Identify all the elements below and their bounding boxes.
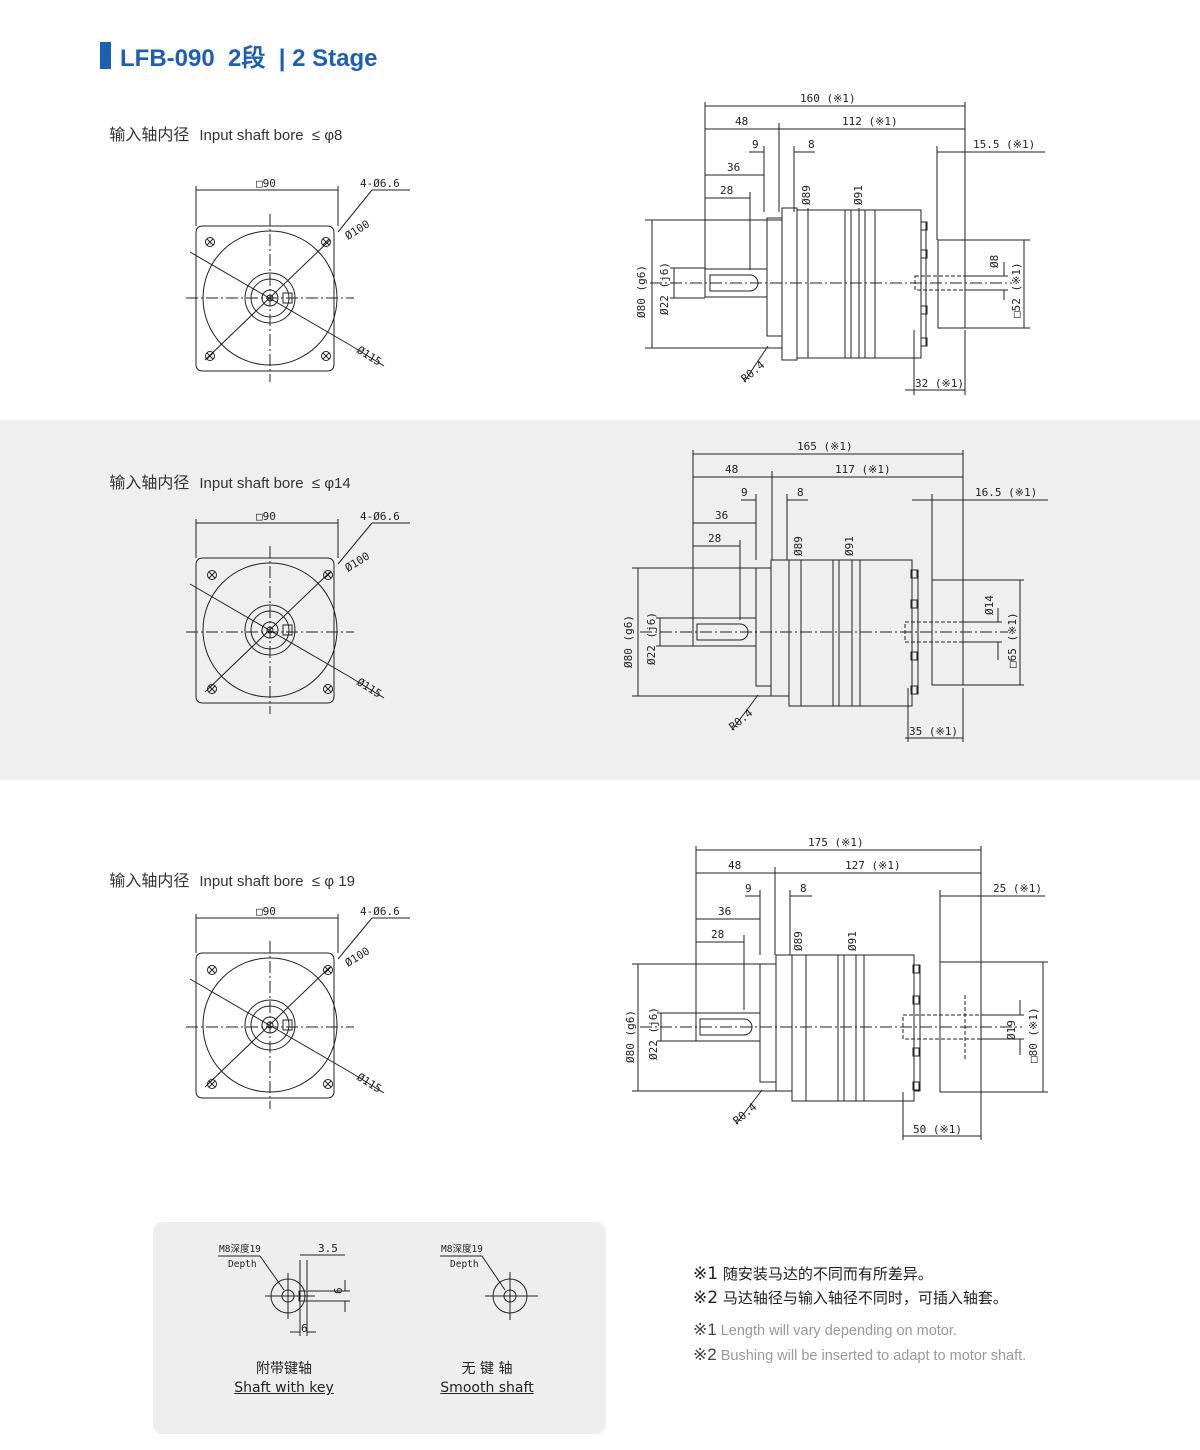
dim-r04: R0.4	[739, 358, 768, 385]
dim-total: 165 (※1)	[797, 440, 853, 453]
dim-dia91: Ø91	[843, 536, 856, 556]
front-outer-dim: Ø115	[354, 1071, 383, 1096]
dim-9: 9	[745, 882, 752, 895]
dim-bore: Ø19	[1005, 1020, 1018, 1040]
dim-8: 8	[797, 486, 804, 499]
dim-body-len: 127 (※1)	[845, 859, 901, 872]
key-height-dim: 6	[332, 1287, 345, 1294]
dim-dia89: Ø89	[800, 185, 813, 205]
dim-motor-square: □80 (※1)	[1027, 1007, 1040, 1063]
front-outer-dim: Ø115	[354, 676, 383, 701]
front-square-dim: □90	[256, 177, 276, 190]
dim-end-len: 15.5 (※1)	[973, 138, 1035, 151]
notes: ※1 随安装马达的不同而有所差异。 ※2 马达轴径与输入轴径不同时，可插入轴套。…	[693, 1262, 1026, 1368]
dim-dia80: Ø80 (g6)	[622, 615, 635, 668]
dim-dia80: Ø80 (g6)	[635, 265, 648, 318]
front-view-3: □90 4-Ø6.6 Ø100 Ø115	[186, 905, 410, 1109]
depth-label: Depth	[450, 1259, 479, 1270]
dim-flange-len: 48	[735, 115, 748, 128]
depth-label: Depth	[228, 1259, 257, 1270]
front-square-dim: □90	[256, 905, 276, 918]
front-outer-dim: Ø115	[354, 344, 383, 369]
note-cn-2: ※2 马达轴径与输入轴径不同时，可插入轴套。	[693, 1288, 1008, 1308]
side-view-3: 175 (※1) 48 127 (※1) 9 8 25 (※1) 36 28 Ø…	[624, 836, 1048, 1140]
shaft-with-key-drawing: M8深度19 Depth 3.5 6 6	[218, 1242, 350, 1336]
dim-flange-len: 48	[728, 859, 741, 872]
dim-flange-len: 48	[725, 463, 738, 476]
dim-9: 9	[752, 138, 759, 151]
dim-28: 28	[708, 532, 721, 545]
smooth-shaft-caption: 无 键 轴 Smooth shaft	[440, 1361, 534, 1396]
shaft-options-panel	[153, 1222, 606, 1434]
note-cn-1: ※1 随安装马达的不同而有所差异。	[693, 1264, 933, 1284]
dim-total: 160 (※1)	[800, 92, 856, 105]
side-view-1: 160 (※1) 48 112 (※1) 9 8 15.5 (※1) 36 28…	[635, 92, 1045, 395]
dim-36: 36	[715, 509, 728, 522]
dim-bore: Ø14	[983, 595, 996, 615]
dim-dia80: Ø80 (g6)	[624, 1010, 637, 1063]
dim-36: 36	[727, 161, 740, 174]
dim-dia22: Ø22 (j6)	[658, 262, 671, 315]
front-holes-dim: 4-Ø6.6	[360, 177, 400, 190]
dim-r04: R0.4	[731, 1100, 760, 1127]
title-accent-bar	[100, 41, 111, 69]
dim-bore: Ø8	[988, 255, 1001, 268]
dim-bottom: 35 (※1)	[909, 725, 958, 738]
dim-motor-square: □52 (※1)	[1010, 262, 1023, 318]
dim-bottom: 50 (※1)	[913, 1123, 962, 1136]
front-holes-dim: 4-Ø6.6	[360, 510, 400, 523]
dim-dia91: Ø91	[846, 931, 859, 951]
note-en-1: ※1 Length will vary depending on motor.	[693, 1320, 957, 1339]
dim-dia22: Ø22 (j6)	[647, 1007, 660, 1060]
dim-bottom: 32 (※1)	[915, 377, 964, 390]
dim-r04: R0.4	[727, 706, 756, 733]
page-header: LFB-090 2段 | 2 Stage	[100, 40, 378, 72]
dim-28: 28	[720, 184, 733, 197]
tap-label: M8深度19	[219, 1243, 261, 1255]
key-length-dim: 6	[301, 1322, 308, 1335]
dim-8: 8	[800, 882, 807, 895]
dim-end-len: 25 (※1)	[993, 882, 1042, 895]
dim-body-len: 112 (※1)	[842, 115, 898, 128]
dim-dia22: Ø22 (j6)	[645, 612, 658, 665]
key-width-dim: 3.5	[318, 1242, 338, 1255]
dim-8: 8	[808, 138, 815, 151]
dim-total: 175 (※1)	[808, 836, 864, 849]
dim-28: 28	[711, 928, 724, 941]
front-holes-dim: 4-Ø6.6	[360, 905, 400, 918]
front-view-2: □90 4-Ø6.6 Ø100 Ø115	[186, 510, 410, 714]
dim-end-len: 16.5 (※1)	[975, 486, 1037, 499]
side-view-2: 165 (※1) 48 117 (※1) 9 8 16.5 (※1) 36 28…	[622, 440, 1048, 742]
dim-dia91: Ø91	[852, 185, 865, 205]
front-square-dim: □90	[256, 510, 276, 523]
dim-dia89: Ø89	[792, 536, 805, 556]
shaft-with-key-caption: 附带键轴 Shaft with key	[234, 1361, 334, 1396]
dim-motor-square: □65 (※1)	[1006, 612, 1019, 668]
dim-9: 9	[741, 486, 748, 499]
page-title: LFB-090 2段 | 2 Stage	[120, 44, 378, 72]
section-band-2	[0, 420, 1200, 780]
front-view-1: □90 4-Ø6.6 Ø100 Ø115	[186, 177, 410, 382]
dim-dia89: Ø89	[792, 931, 805, 951]
dim-body-len: 117 (※1)	[835, 463, 891, 476]
note-en-2: ※2 Bushing will be inserted to adapt to …	[693, 1345, 1027, 1364]
smooth-shaft-drawing: M8深度19 Depth	[440, 1243, 538, 1320]
dim-36: 36	[718, 905, 731, 918]
tap-label: M8深度19	[441, 1243, 483, 1255]
